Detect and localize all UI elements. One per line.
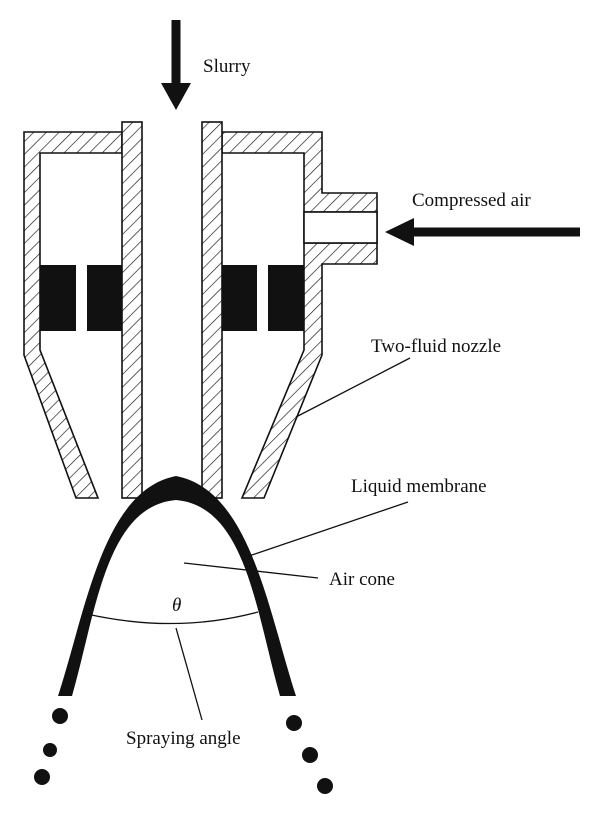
swirl-vane-right xyxy=(222,265,304,331)
droplet xyxy=(34,769,50,785)
spray-angle-leader-line xyxy=(175,627,203,721)
droplet xyxy=(43,743,57,757)
spray-angle-arc xyxy=(86,611,259,625)
air-cone-leader-line xyxy=(183,562,319,579)
droplet xyxy=(317,778,333,794)
air-inlet-channel xyxy=(303,211,378,244)
liquid-membrane xyxy=(58,476,296,696)
spray-droplets xyxy=(34,708,333,794)
liquid-membrane-label: Liquid membrane xyxy=(351,476,487,497)
air-cone-label: Air cone xyxy=(329,569,395,590)
membrane-leader-line xyxy=(248,501,409,557)
droplet xyxy=(52,708,68,724)
inner-tube-wall-left xyxy=(121,121,143,499)
compressed-air-arrow xyxy=(385,218,580,246)
nozzle-leader-line xyxy=(295,357,411,418)
slurry-label: Slurry xyxy=(203,56,251,77)
theta-label: θ xyxy=(172,595,182,616)
droplet xyxy=(286,715,302,731)
spraying-angle-label: Spraying angle xyxy=(126,728,241,749)
slurry-arrow xyxy=(161,20,191,110)
droplet xyxy=(302,747,318,763)
two-fluid-nozzle-label: Two-fluid nozzle xyxy=(371,336,502,357)
compressed-air-label: Compressed air xyxy=(412,190,531,211)
swirl-vane-left xyxy=(40,265,122,331)
inner-tube-wall-right xyxy=(201,121,223,499)
